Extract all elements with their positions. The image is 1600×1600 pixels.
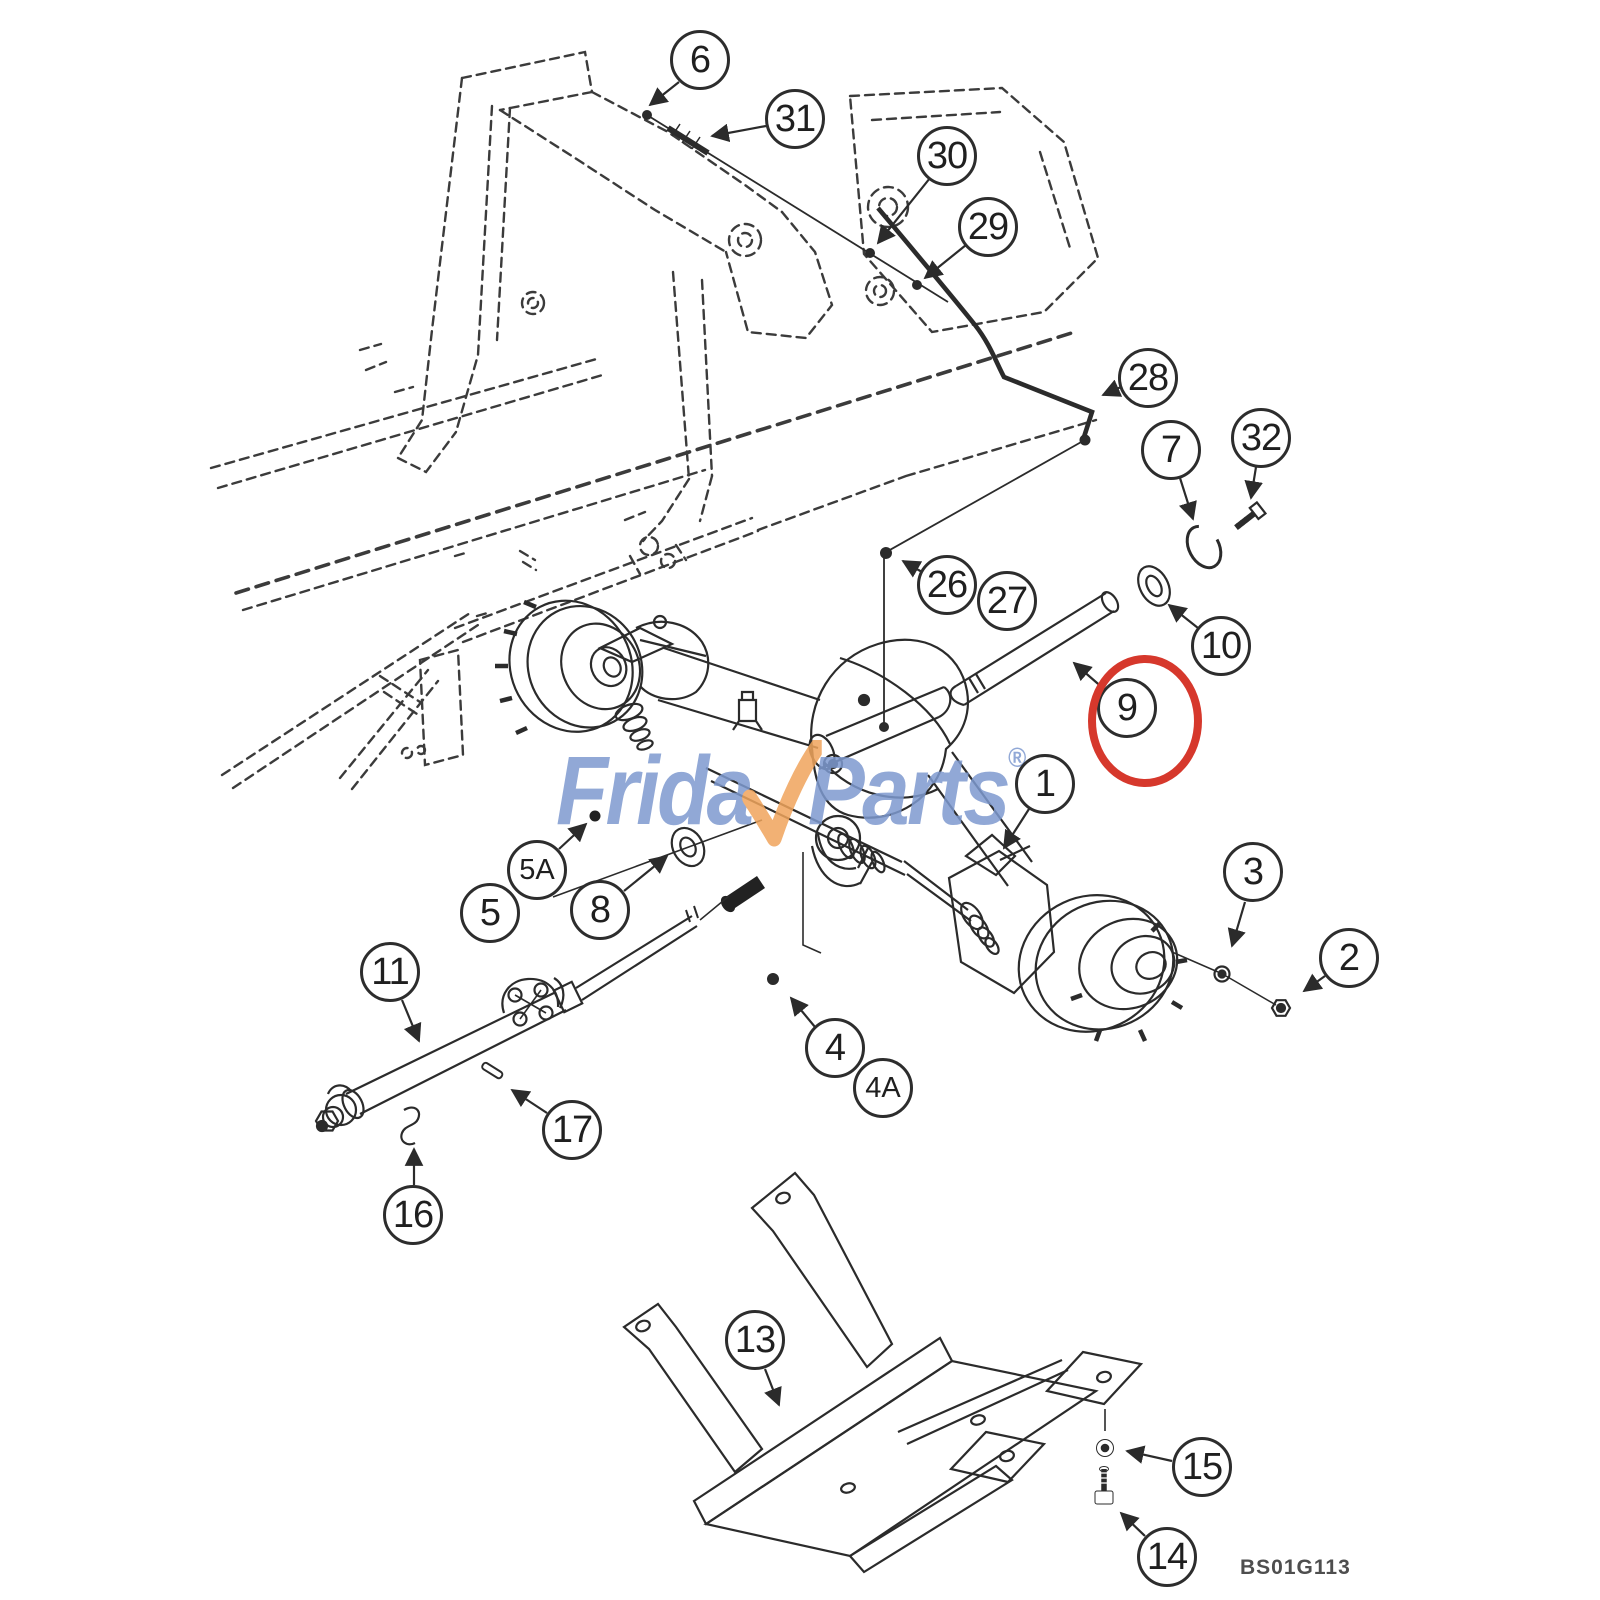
- pivot-pin-part9: [949, 591, 1120, 707]
- left-knuckle: [614, 614, 710, 751]
- callout-4: 4: [805, 1018, 865, 1078]
- frame-pin-and-line: [642, 110, 949, 303]
- retainer-clip-part16: [400, 1106, 421, 1146]
- differential-housing: [808, 638, 969, 819]
- snap-ring-part7: [1185, 524, 1223, 570]
- callout-8: 8: [570, 880, 630, 940]
- bolt-part14: [1094, 1466, 1114, 1505]
- drawing-code: BS01G113: [1240, 1556, 1351, 1579]
- callout-14: 14: [1137, 1527, 1197, 1587]
- callout-4A: 4A: [853, 1058, 913, 1118]
- callout-6: 6: [670, 30, 730, 90]
- pinion-yoke: [720, 814, 873, 913]
- callout-10: 10: [1191, 616, 1251, 676]
- skid-plate-part13: [622, 1171, 1144, 1574]
- right-hub-drum: [1017, 894, 1188, 1042]
- callout-27: 27: [977, 571, 1037, 631]
- plug-part5A: [589, 810, 601, 822]
- axle-assembly: [495, 500, 1292, 1042]
- callout-2: 2: [1319, 928, 1379, 988]
- callout-15: 15: [1172, 1437, 1232, 1497]
- callout-28: 28: [1118, 348, 1178, 408]
- line-clamp-left: [732, 690, 763, 731]
- callout-29: 29: [958, 197, 1018, 257]
- washer-part3: [1213, 965, 1231, 983]
- callout-30: 30: [917, 126, 977, 186]
- nut-part2: [1270, 999, 1292, 1017]
- left-hub-drum: [495, 599, 644, 736]
- machine-frame: [209, 50, 1100, 791]
- callout-17: 17: [542, 1100, 602, 1160]
- driveshaft: [314, 895, 730, 1133]
- callout-16: 16: [383, 1185, 443, 1245]
- callout-32: 32: [1231, 408, 1291, 468]
- thrust-washer-part10: [1137, 565, 1171, 607]
- bolt-part32: [1234, 500, 1268, 530]
- callout-5A: 5A: [507, 840, 567, 900]
- carrier-bolt-part4: [767, 852, 822, 985]
- leader-arrows: [400, 81, 1326, 1537]
- callout-1: 1: [1015, 754, 1075, 814]
- brake-line: [876, 206, 1095, 732]
- callout-26: 26: [917, 555, 977, 615]
- roll-pin-part17: [481, 1061, 504, 1080]
- callout-11: 11: [360, 942, 420, 1002]
- callout-3: 3: [1223, 842, 1283, 902]
- wheel-stud-axis: [1171, 951, 1292, 1017]
- highlight-ellipse-part9: [1088, 655, 1202, 787]
- callout-13: 13: [725, 1310, 785, 1370]
- callout-31: 31: [765, 89, 825, 149]
- washer-part15: [1096, 1439, 1114, 1457]
- callout-5: 5: [460, 883, 520, 943]
- callout-7: 7: [1141, 420, 1201, 480]
- right-knuckle: [947, 833, 1056, 995]
